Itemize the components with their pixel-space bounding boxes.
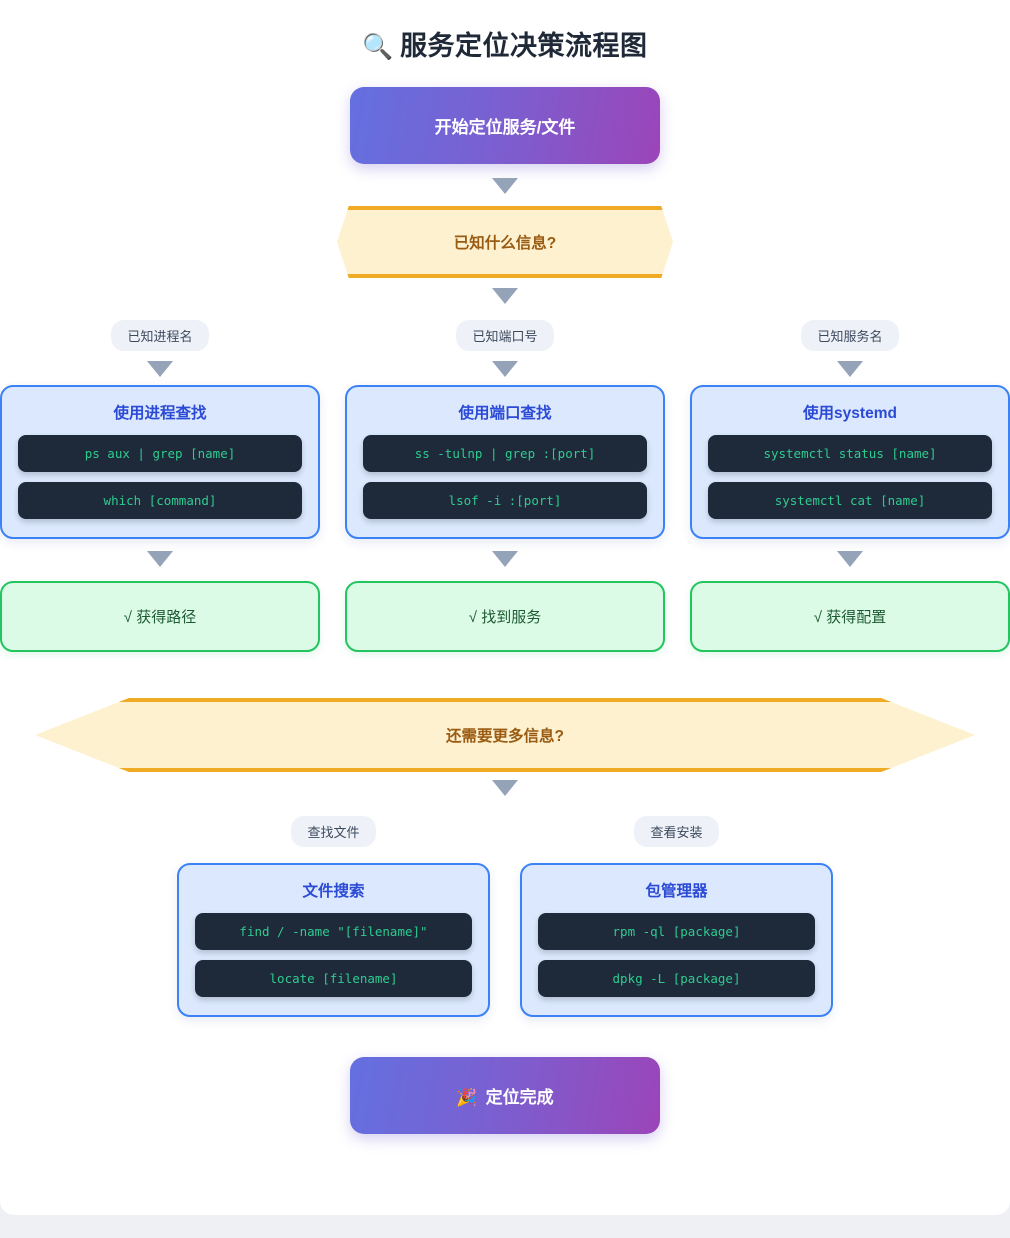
magnifier-icon: 🔍 — [362, 33, 395, 61]
command-box[interactable]: rpm -ql [package] — [538, 913, 815, 950]
page-title-text: 服务定位决策流程图 — [400, 31, 648, 61]
branch-label-col-1: 已知进程名 — [0, 320, 320, 377]
branch-chip-check-install[interactable]: 查看安装 — [634, 816, 719, 847]
start-node[interactable]: 开始定位服务/文件 — [350, 87, 660, 164]
command-box[interactable]: systemctl cat [name] — [708, 482, 992, 519]
method-card-process[interactable]: 使用进程查找 ps aux | grep [name] which [comma… — [0, 385, 320, 539]
arrow-down-icon — [492, 780, 518, 796]
method-col-3: 使用systemd systemctl status [name] system… — [690, 385, 1010, 539]
method-cards-row: 使用进程查找 ps aux | grep [name] which [comma… — [0, 385, 1010, 539]
branch2-label-col-1: 查找文件 — [177, 816, 490, 847]
result-box-service[interactable]: √ 找到服务 — [345, 581, 665, 652]
arrow-down-icon — [492, 178, 518, 194]
branch2-label-col-2: 查看安装 — [520, 816, 833, 847]
branch-label-col-3: 已知服务名 — [690, 320, 1010, 377]
command-box[interactable]: dpkg -L [package] — [538, 960, 815, 997]
branch-chip-find-file[interactable]: 查找文件 — [291, 816, 376, 847]
branch2-labels-row: 查找文件 查看安装 — [0, 816, 1010, 847]
command-box[interactable]: ss -tulnp | grep :[port] — [363, 435, 647, 472]
method-card-port[interactable]: 使用端口查找 ss -tulnp | grep :[port] lsof -i … — [345, 385, 665, 539]
result-col-2: √ 找到服务 — [345, 581, 665, 652]
end-node[interactable]: 🎉 定位完成 — [350, 1057, 660, 1134]
command-box[interactable]: locate [filename] — [195, 960, 472, 997]
method-card-systemd[interactable]: 使用systemd systemctl status [name] system… — [690, 385, 1010, 539]
arrows-to-results-row — [0, 551, 1010, 567]
party-popper-icon: 🎉 — [456, 1088, 478, 1107]
branch-chip-service[interactable]: 已知服务名 — [801, 320, 899, 351]
branch-chip-process[interactable]: 已知进程名 — [111, 320, 209, 351]
command-box[interactable]: systemctl status [name] — [708, 435, 992, 472]
arrow-down-icon — [492, 288, 518, 304]
page-title: 🔍服务定位决策流程图 — [0, 0, 1010, 63]
method-cards-row-2: 文件搜索 find / -name "[filename]" locate [f… — [0, 863, 1010, 1017]
method-card-title: 使用systemd — [803, 405, 897, 422]
arrow-decision2-to-branches — [0, 780, 1010, 796]
branch-label-col-2: 已知端口号 — [345, 320, 665, 377]
arrow-down-icon — [492, 551, 518, 567]
method-col-2: 使用端口查找 ss -tulnp | grep :[port] lsof -i … — [345, 385, 665, 539]
method-card-file-search[interactable]: 文件搜索 find / -name "[filename]" locate [f… — [177, 863, 490, 1017]
command-box[interactable]: lsof -i :[port] — [363, 482, 647, 519]
result-boxes-row: √ 获得路径 √ 找到服务 √ 获得配置 — [0, 581, 1010, 652]
method-card-title: 使用端口查找 — [458, 405, 552, 422]
arrow-decision1-to-branches — [0, 288, 1010, 304]
method2-col-1: 文件搜索 find / -name "[filename]" locate [f… — [177, 863, 490, 1017]
method-card-title: 文件搜索 — [302, 883, 365, 900]
result-box-path[interactable]: √ 获得路径 — [0, 581, 320, 652]
branch-labels-row: 已知进程名 已知端口号 已知服务名 — [0, 320, 1010, 377]
method-col-1: 使用进程查找 ps aux | grep [name] which [comma… — [0, 385, 320, 539]
method-card-title: 包管理器 — [645, 883, 708, 900]
branch-chip-port[interactable]: 已知端口号 — [456, 320, 554, 351]
decision-known-info[interactable]: 已知什么信息? — [337, 206, 673, 278]
arrow-col-2 — [345, 551, 665, 567]
arrow-down-icon — [147, 361, 173, 377]
command-box[interactable]: ps aux | grep [name] — [18, 435, 302, 472]
arrow-start-to-decision1 — [0, 178, 1010, 194]
end-node-label: 定位完成 — [485, 1088, 554, 1107]
arrow-down-icon — [837, 551, 863, 567]
arrow-down-icon — [837, 361, 863, 377]
method-card-title: 使用进程查找 — [113, 405, 207, 422]
arrow-down-icon — [147, 551, 173, 567]
arrow-down-icon — [492, 361, 518, 377]
decision-more-info[interactable]: 还需要更多信息? — [35, 698, 975, 772]
method-card-package-manager[interactable]: 包管理器 rpm -ql [package] dpkg -L [package] — [520, 863, 833, 1017]
result-box-config[interactable]: √ 获得配置 — [690, 581, 1010, 652]
command-box[interactable]: find / -name "[filename]" — [195, 913, 472, 950]
command-box[interactable]: which [command] — [18, 482, 302, 519]
result-col-1: √ 获得路径 — [0, 581, 320, 652]
result-col-3: √ 获得配置 — [690, 581, 1010, 652]
arrow-col-3 — [690, 551, 1010, 567]
arrow-col-1 — [0, 551, 320, 567]
method2-col-2: 包管理器 rpm -ql [package] dpkg -L [package] — [520, 863, 833, 1017]
